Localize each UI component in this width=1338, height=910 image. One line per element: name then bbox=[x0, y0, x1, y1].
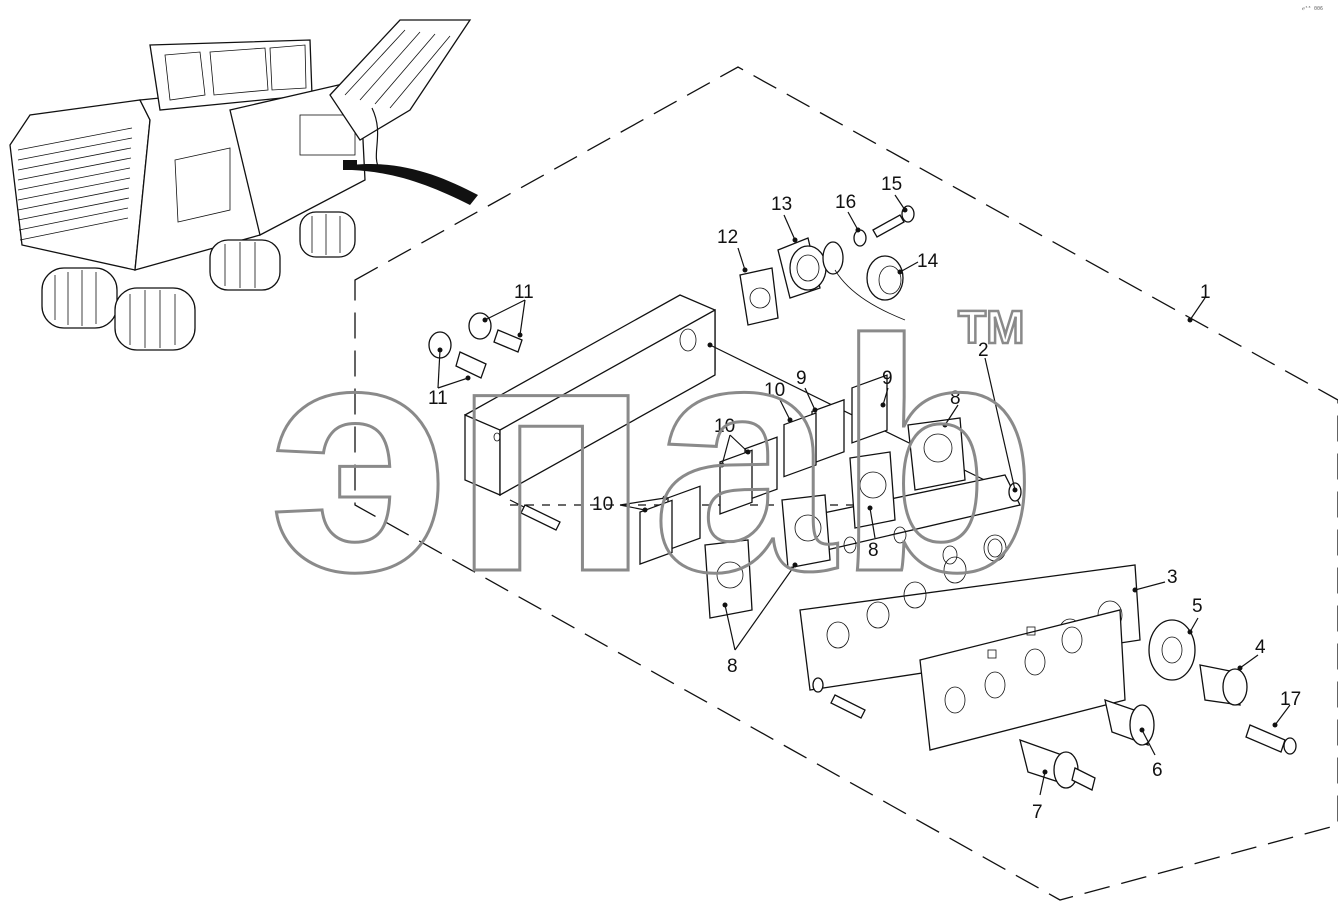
callout-7: 7 bbox=[1032, 802, 1043, 823]
corner-code: ℯ⁵⁸ 006 bbox=[1302, 6, 1323, 12]
callout-13: 13 bbox=[771, 194, 792, 215]
leader-dots bbox=[437, 207, 1278, 775]
trademark-symbol: TM bbox=[958, 301, 1024, 353]
callout-1: 1 bbox=[1200, 282, 1211, 303]
callout-14: 14 bbox=[917, 251, 939, 272]
callout-4: 4 bbox=[1255, 637, 1266, 658]
callout-10b: 10 bbox=[714, 416, 735, 437]
front-panel bbox=[919, 609, 1126, 751]
contact-blocks bbox=[639, 374, 888, 565]
callout-labels: 1 2 3 4 5 6 7 8 8 8 9 9 10 10 10 10 11 1… bbox=[428, 174, 1301, 823]
holders bbox=[704, 417, 966, 619]
callout-16: 16 bbox=[835, 192, 856, 213]
watermark-text: эпаb bbox=[268, 271, 1038, 640]
callout-9b: 9 bbox=[882, 368, 893, 389]
watermark: эпаb TM bbox=[267, 270, 1040, 642]
callout-6: 6 bbox=[1152, 760, 1163, 781]
callout-8c: 8 bbox=[727, 656, 738, 677]
callout-10a: 10 bbox=[764, 380, 785, 401]
mounting-plate bbox=[799, 534, 1141, 719]
assembly-boundary bbox=[354, 66, 1338, 901]
callout-9a: 9 bbox=[796, 368, 807, 389]
callout-11a: 11 bbox=[514, 282, 534, 303]
callout-8a: 8 bbox=[950, 388, 961, 409]
callout-5: 5 bbox=[1192, 596, 1203, 617]
connector-assembly bbox=[739, 205, 915, 326]
callout-10c: 10 bbox=[592, 494, 613, 515]
front-devices bbox=[1019, 619, 1297, 791]
callout-2: 2 bbox=[978, 340, 989, 361]
callout-11b: 11 bbox=[428, 388, 448, 409]
leader-lines bbox=[437, 194, 1291, 796]
housing-box bbox=[464, 294, 716, 531]
cable-glands bbox=[428, 312, 523, 379]
callout-15: 15 bbox=[881, 174, 902, 195]
callout-3: 3 bbox=[1167, 567, 1178, 588]
machine-illustration bbox=[9, 19, 478, 351]
callout-8b: 8 bbox=[868, 540, 879, 561]
callout-12: 12 bbox=[717, 227, 738, 248]
callout-17: 17 bbox=[1280, 689, 1301, 710]
